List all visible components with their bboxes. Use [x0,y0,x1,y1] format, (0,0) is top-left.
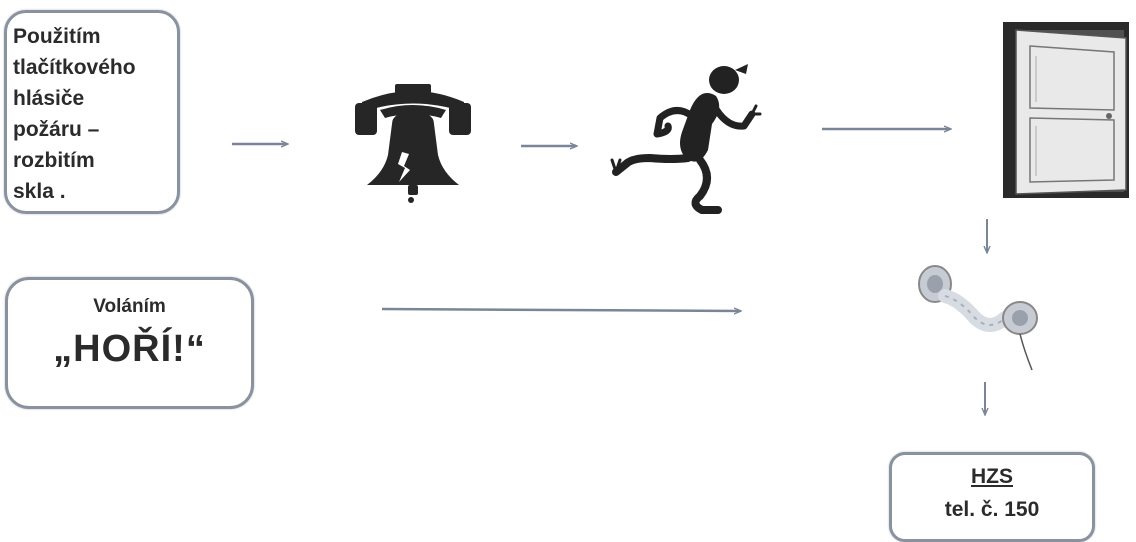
bell-telephone-icon [355,84,471,203]
running-person-icon [612,64,760,210]
telephone-handset-icon [919,266,1037,370]
arrow-shout-to-phone [382,309,740,311]
open-door-icon [1003,22,1129,198]
